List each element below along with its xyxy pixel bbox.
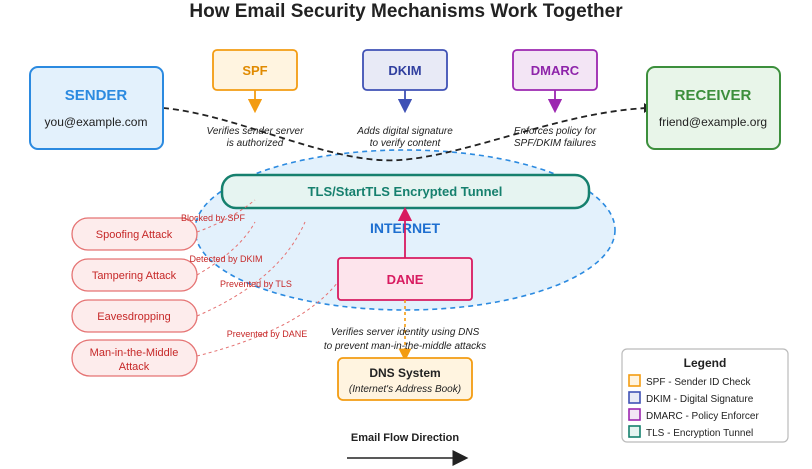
spoofing-attack-node: Spoofing Attack xyxy=(71,217,198,251)
tls-tunnel: TLS/StartTLS Encrypted Tunnel xyxy=(220,173,591,210)
sender-node: SENDER you@example.com xyxy=(29,66,164,150)
email-flow-path xyxy=(162,107,649,162)
dkim-node: DKIM xyxy=(362,49,448,114)
page-title: How Email Security Mechanisms Work Toget… xyxy=(189,1,623,22)
sender-address: you@example.com xyxy=(45,115,148,129)
receiver-node: RECEIVER friend@example.org xyxy=(646,66,781,150)
legend-item-dkim: DKIM - Digital Signature xyxy=(628,391,754,405)
tampering-connector xyxy=(196,221,256,276)
flow-direction-label: Email Flow Direction xyxy=(351,432,459,444)
legend-swatch-dkim xyxy=(628,391,641,404)
mitm-connector xyxy=(196,281,339,357)
mitm-attack-label-line1: Man-in-the-Middle xyxy=(90,347,179,359)
legend-label-tls: TLS - Encryption Tunnel xyxy=(646,428,753,439)
tampering-attack-node: Tampering Attack xyxy=(71,258,198,292)
legend-label-dmarc: DMARC - Policy Enforcer xyxy=(646,411,759,422)
legend-label-spf: SPF - Sender ID Check xyxy=(646,377,751,388)
legend-title: Legend xyxy=(684,356,727,370)
tampering-attack-label: Tampering Attack xyxy=(92,270,177,282)
legend-swatch-spf xyxy=(628,374,641,387)
dmarc-node: DMARC xyxy=(512,49,598,114)
dkim-description-line1: Adds digital signature xyxy=(356,126,453,137)
mitm-defense-label: Prevented by DANE xyxy=(227,329,308,339)
tls-label: TLS/StartTLS Encrypted Tunnel xyxy=(308,184,503,199)
dane-node: DANE xyxy=(337,257,473,301)
legend: Legend SPF - Sender ID Check DKIM - Digi… xyxy=(621,348,789,443)
dane-description-line1: Verifies server identity using DNS xyxy=(331,327,480,338)
dmarc-description-line2: SPF/DKIM failures xyxy=(514,138,596,149)
dane-label: DANE xyxy=(387,272,424,287)
mitm-attack-label-line2: Attack xyxy=(119,361,150,373)
dmarc-description-line1: Enforces policy for xyxy=(514,126,597,137)
dns-label: DNS System xyxy=(369,366,440,380)
dns-node: DNS System (Internet's Address Book) xyxy=(337,357,473,401)
receiver-label: RECEIVER xyxy=(675,87,752,104)
legend-swatch-tls xyxy=(628,425,641,438)
legend-item-dmarc: DMARC - Policy Enforcer xyxy=(628,408,759,422)
legend-item-spf: SPF - Sender ID Check xyxy=(628,374,751,388)
dane-description-line2: to prevent man-in-the-middle attacks xyxy=(324,341,486,352)
spf-description-line2: is authorized xyxy=(227,138,284,149)
spf-node: SPF xyxy=(212,49,298,114)
spoofing-defense-label: Blocked by SPF xyxy=(181,213,246,223)
receiver-address: friend@example.org xyxy=(659,115,767,129)
legend-label-dkim: DKIM - Digital Signature xyxy=(646,394,754,405)
spoofing-attack-label: Spoofing Attack xyxy=(96,229,173,241)
legend-swatch-dmarc xyxy=(628,408,641,421)
legend-item-tls: TLS - Encryption Tunnel xyxy=(628,425,753,439)
eavesdropping-attack-node: Eavesdropping xyxy=(71,299,198,333)
dns-sublabel: (Internet's Address Book) xyxy=(349,384,461,395)
eavesdropping-connector xyxy=(196,221,306,317)
dkim-label: DKIM xyxy=(388,63,421,78)
spoofing-connector xyxy=(196,199,256,233)
tampering-defense-label: Detected by DKIM xyxy=(189,254,262,264)
eavesdropping-attack-label: Eavesdropping xyxy=(97,311,170,323)
spf-description-line1: Verifies sender server xyxy=(207,126,305,137)
spf-label: SPF xyxy=(242,63,267,78)
eavesdropping-defense-label: Prevented by TLS xyxy=(220,279,292,289)
dmarc-label: DMARC xyxy=(531,63,580,78)
sender-label: SENDER xyxy=(65,87,128,104)
dkim-description-line2: to verify content xyxy=(370,138,442,149)
mitm-attack-node: Man-in-the-Middle Attack xyxy=(71,339,198,377)
